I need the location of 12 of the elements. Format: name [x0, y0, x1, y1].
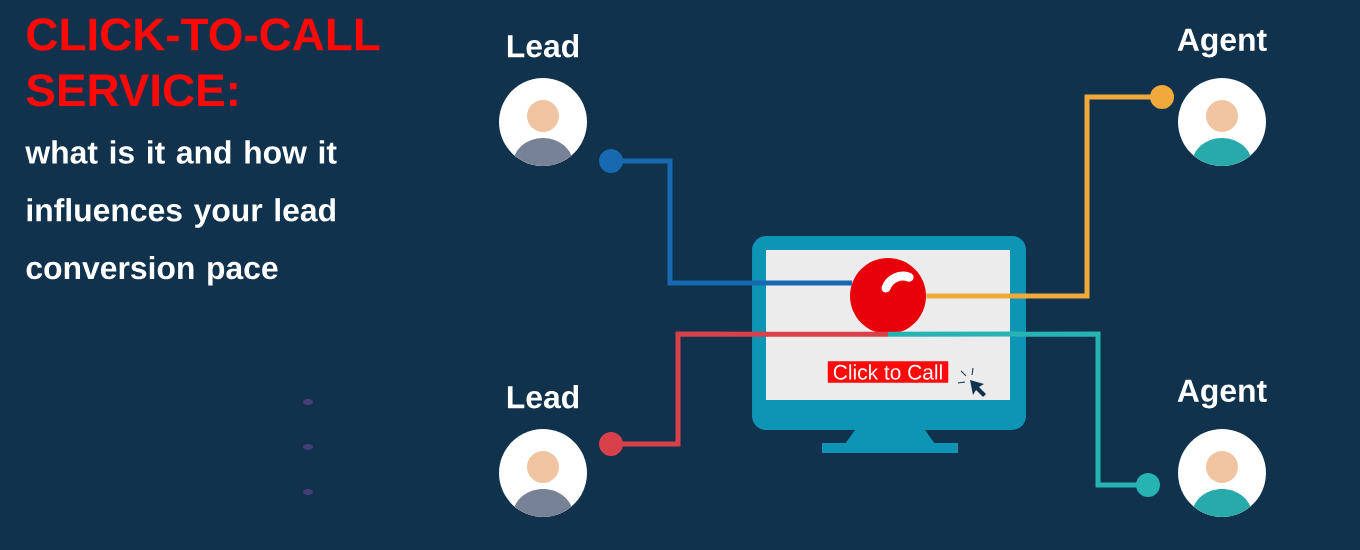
node-label: Lead — [507, 34, 579, 58]
node-label: Agent — [1177, 28, 1267, 58]
title: CLICK-TO-CALL SERVICE: — [26, 18, 380, 107]
call-button: Click to Call — [827, 361, 949, 383]
connector-line — [599, 331, 888, 456]
connector-line — [888, 331, 1160, 497]
phone-button — [850, 258, 926, 334]
subtitle: what is it and how it influences your lead conversion pace — [25, 140, 337, 286]
connector-line — [926, 85, 1174, 299]
connector-line — [599, 149, 852, 286]
node-label: Agent — [1177, 379, 1267, 409]
node-label: Lead — [507, 385, 579, 409]
